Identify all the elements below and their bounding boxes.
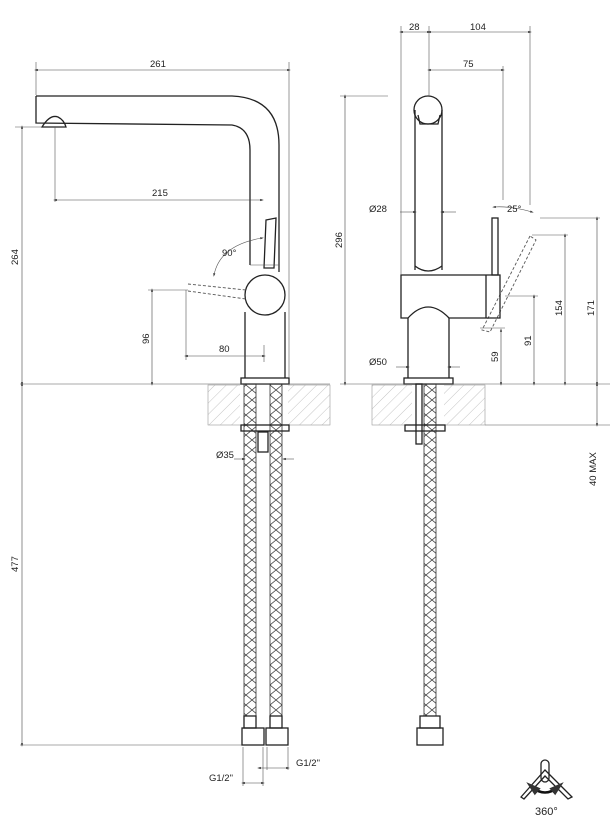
dim-96: 96 <box>141 333 152 344</box>
lever <box>263 217 277 269</box>
front-view: 28 104 75 296 Ø28 25° 171 154 91 59 Ø50 … <box>334 22 610 746</box>
mixer-body <box>400 274 501 319</box>
hose-2 <box>269 383 283 717</box>
hose-nut <box>416 715 444 746</box>
dim-28: 28 <box>409 22 420 33</box>
dim-104: 104 <box>470 22 486 33</box>
mounting-plate <box>404 424 446 432</box>
spout-column <box>414 110 443 270</box>
dim-25deg: 25° <box>507 204 522 215</box>
rotation-360-icon: 360° <box>520 759 574 818</box>
dim-264: 264 <box>10 249 21 265</box>
dim-75: 75 <box>463 59 474 70</box>
dim-154: 154 <box>554 300 565 316</box>
dim-diameter-50: Ø50 <box>369 357 387 368</box>
lever-upright <box>491 217 499 276</box>
dim-90deg: 90° <box>222 248 237 259</box>
lever-open-position <box>481 235 537 333</box>
dim-477: 477 <box>10 556 21 572</box>
dim-59: 59 <box>490 351 501 362</box>
dim-diameter-35: Ø35 <box>216 450 234 461</box>
cartridge-body <box>244 274 286 316</box>
spout <box>35 95 280 272</box>
dim-91: 91 <box>523 335 534 346</box>
mounting-plate <box>240 424 290 432</box>
dim-g12-a: G1/2" <box>209 773 233 784</box>
dim-diameter-28: Ø28 <box>369 204 387 215</box>
dim-261: 261 <box>150 59 166 70</box>
dim-g12-b: G1/2" <box>296 758 320 769</box>
rotation-label: 360° <box>535 806 558 818</box>
dim-171: 171 <box>586 300 597 316</box>
dim-296: 296 <box>334 232 345 248</box>
hose-nuts <box>241 715 289 746</box>
dim-215: 215 <box>152 188 168 199</box>
dim-80: 80 <box>219 344 230 355</box>
base-plate <box>403 377 454 385</box>
spout-head <box>413 95 443 125</box>
hose-1 <box>243 383 257 717</box>
lever-open-position <box>187 283 247 300</box>
base-plate <box>240 377 290 385</box>
dim-40-max: 40 MAX <box>588 452 599 486</box>
hose <box>423 383 437 717</box>
aerator <box>40 115 67 128</box>
side-view: 261 215 264 90° 96 80 Ø35 477 G1/2" G1/2… <box>10 59 331 786</box>
